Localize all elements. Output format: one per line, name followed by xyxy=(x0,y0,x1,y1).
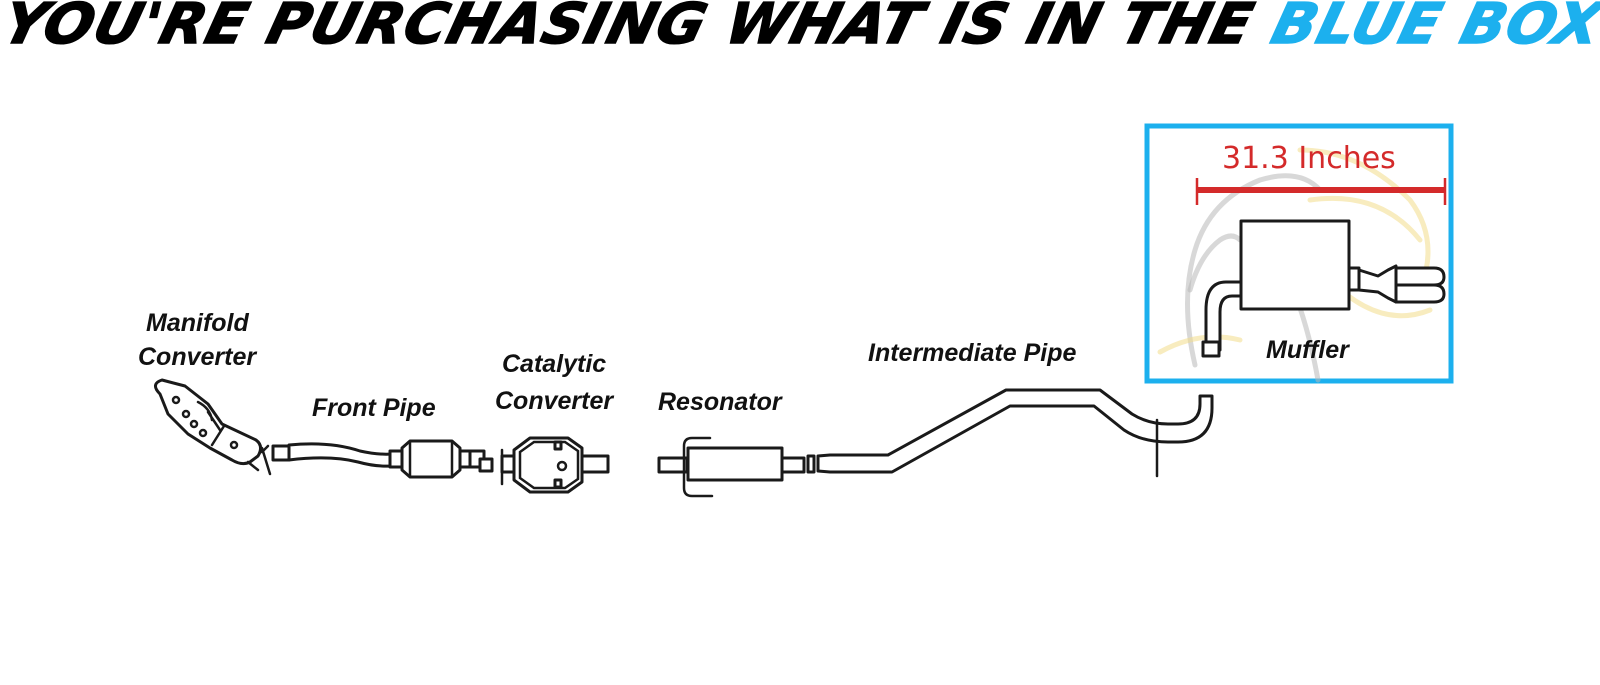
catalytic-converter-label-line2: Converter xyxy=(495,387,614,415)
intermediate-pipe-label: Intermediate Pipe xyxy=(868,339,1076,367)
dimension-label: 31.3 Inches xyxy=(1222,141,1396,176)
muffler-label: Muffler xyxy=(1266,336,1350,364)
resonator-part[interactable] xyxy=(657,436,816,498)
catalytic-converter-part[interactable] xyxy=(478,436,610,494)
muffler-part xyxy=(1201,219,1446,358)
purchase-highlight-box[interactable]: 31.3 Inches Muffler xyxy=(1144,123,1454,384)
manifold-converter-label-line2: Converter xyxy=(138,343,257,371)
front-pipe-label: Front Pipe xyxy=(312,394,436,422)
resonator-label: Resonator xyxy=(658,388,783,416)
manifold-converter-label-line1: Manifold xyxy=(146,309,249,337)
manifold-converter-part[interactable] xyxy=(154,378,272,476)
front-pipe-part[interactable] xyxy=(271,439,486,479)
intermediate-pipe-part[interactable] xyxy=(816,388,1214,478)
dimension-indicator: 31.3 Inches xyxy=(1195,141,1447,205)
catalytic-converter-label-line1: Catalytic xyxy=(502,350,606,378)
